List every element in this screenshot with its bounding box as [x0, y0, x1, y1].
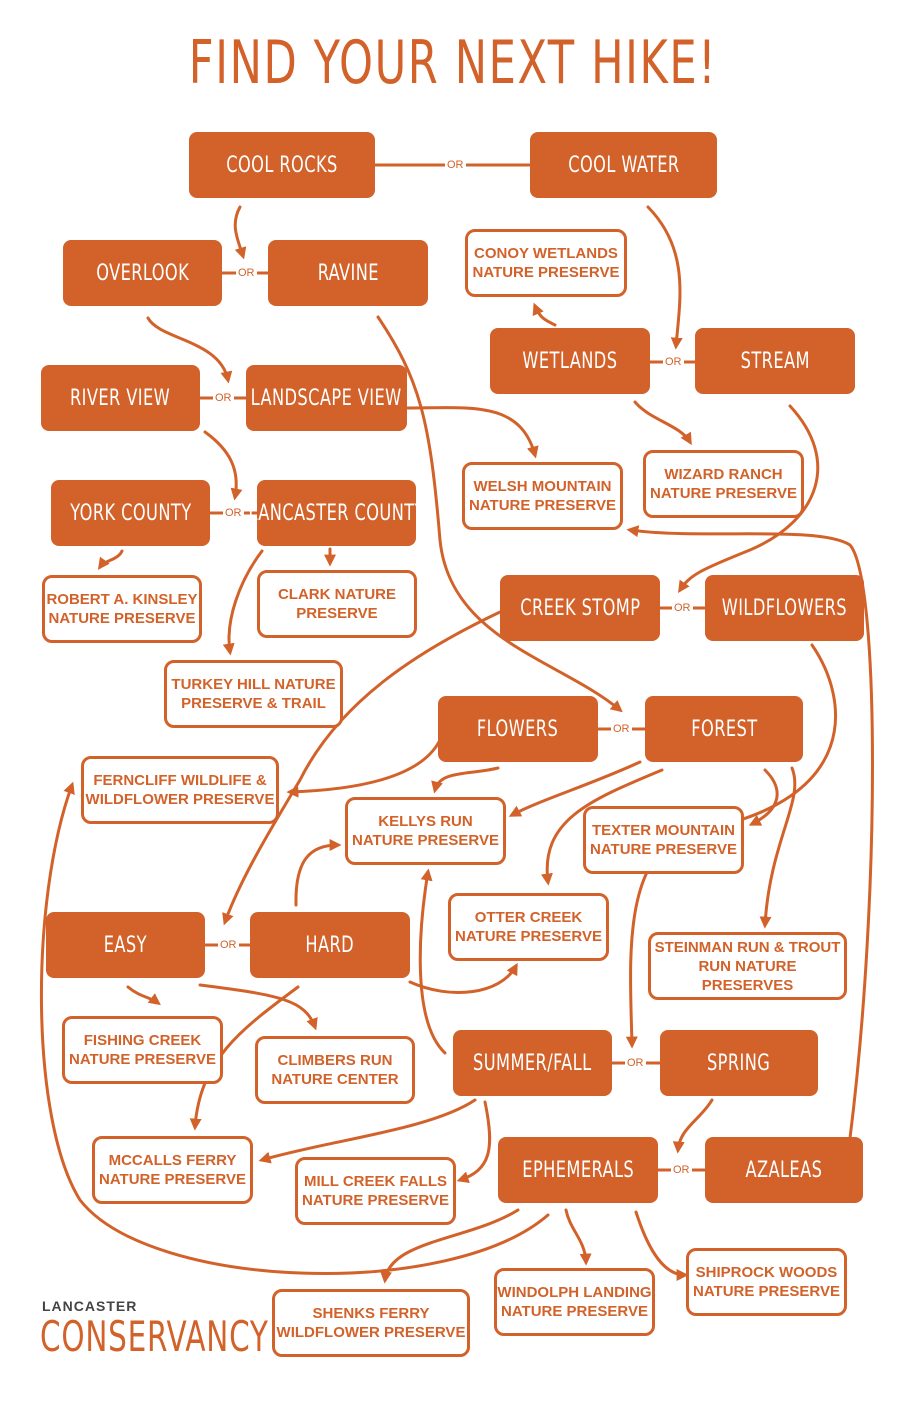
preserve-welsh-mountain[interactable]: WELSH MOUNTAIN NATURE PRESERVE: [462, 462, 623, 530]
preserve-clark-nature[interactable]: CLARK NATURE PRESERVE: [257, 570, 417, 638]
choice-ravine[interactable]: RAVINE: [268, 240, 428, 306]
choice-forest[interactable]: FOREST: [645, 696, 803, 762]
preserve-climbers-run[interactable]: CLIMBERS RUN NATURE CENTER: [255, 1036, 415, 1104]
or-label: OR: [671, 1164, 692, 1176]
or-label: OR: [223, 507, 244, 519]
choice-landscape-view[interactable]: LANDSCAPE VIEW: [246, 365, 407, 431]
preserve-steinman-run[interactable]: STEINMAN RUN & TROUT RUN NATURE PRESERVE…: [648, 932, 847, 1000]
preserve-ferncliff[interactable]: FERNCLIFF WILDLIFE & WILDFLOWER PRESERVE: [81, 756, 279, 824]
choice-stream[interactable]: STREAM: [695, 328, 855, 394]
choice-overlook[interactable]: OVERLOOK: [63, 240, 222, 306]
preserve-otter-creek[interactable]: OTTER CREEK NATURE PRESERVE: [448, 893, 609, 961]
preserve-robert-a-kinsley[interactable]: ROBERT A. KINSLEY NATURE PRESERVE: [42, 575, 202, 643]
or-label: OR: [625, 1057, 646, 1069]
page-title: FIND YOUR NEXT HIKE!: [188, 28, 718, 98]
preserve-conoy-wetlands[interactable]: CONOY WETLANDS NATURE PRESERVE: [465, 229, 627, 297]
choice-spring[interactable]: SPRING: [660, 1030, 818, 1096]
choice-ephemerals[interactable]: EPHEMERALS: [498, 1137, 658, 1203]
choice-wildflowers[interactable]: WILDFLOWERS: [705, 575, 864, 641]
preserve-turkey-hill[interactable]: TURKEY HILL NATURE PRESERVE & TRAIL: [164, 660, 343, 728]
choice-cool-water[interactable]: COOL WATER: [530, 132, 717, 198]
logo-lancaster: LANCASTER: [42, 1298, 138, 1314]
or-label: OR: [672, 602, 693, 614]
choice-wetlands[interactable]: WETLANDS: [490, 328, 650, 394]
preserve-texter-mountain[interactable]: TEXTER MOUNTAIN NATURE PRESERVE: [583, 806, 744, 874]
preserve-mccalls-ferry[interactable]: MCCALLS FERRY NATURE PRESERVE: [92, 1136, 253, 1204]
or-label: OR: [236, 267, 257, 279]
or-label: OR: [213, 392, 234, 404]
preserve-windolph-landing[interactable]: WINDOLPH LANDING NATURE PRESERVE: [494, 1268, 655, 1336]
choice-flowers[interactable]: FLOWERS: [438, 696, 598, 762]
logo-conservancy: CONSERVANCY: [40, 1312, 269, 1361]
choice-lancaster-county[interactable]: LANCASTER COUNTY: [248, 480, 424, 546]
or-label: OR: [611, 723, 632, 735]
choice-river-view[interactable]: RIVER VIEW: [41, 365, 200, 431]
preserve-kellys-run[interactable]: KELLYS RUN NATURE PRESERVE: [345, 797, 506, 865]
choice-cool-rocks[interactable]: COOL ROCKS: [189, 132, 375, 198]
or-label: OR: [218, 939, 239, 951]
preserve-fishing-creek[interactable]: FISHING CREEK NATURE PRESERVE: [62, 1016, 223, 1084]
choice-summer-fall[interactable]: SUMMER/FALL: [453, 1030, 612, 1096]
choice-hard[interactable]: HARD: [250, 912, 410, 978]
choice-easy[interactable]: EASY: [46, 912, 205, 978]
or-label: OR: [445, 159, 466, 171]
preserve-shiprock-woods[interactable]: SHIPROCK WOODS NATURE PRESERVE: [686, 1248, 847, 1316]
choice-york-county[interactable]: YORK COUNTY: [51, 480, 210, 546]
choice-azaleas[interactable]: AZALEAS: [705, 1137, 863, 1203]
preserve-shenks-ferry[interactable]: SHENKS FERRY WILDFLOWER PRESERVE: [272, 1289, 470, 1357]
or-label: OR: [663, 356, 684, 368]
choice-creek-stomp[interactable]: CREEK STOMP: [500, 575, 660, 641]
preserve-mill-creek-falls[interactable]: MILL CREEK FALLS NATURE PRESERVE: [295, 1157, 456, 1225]
preserve-wizard-ranch[interactable]: WIZARD RANCH NATURE PRESERVE: [643, 450, 804, 518]
